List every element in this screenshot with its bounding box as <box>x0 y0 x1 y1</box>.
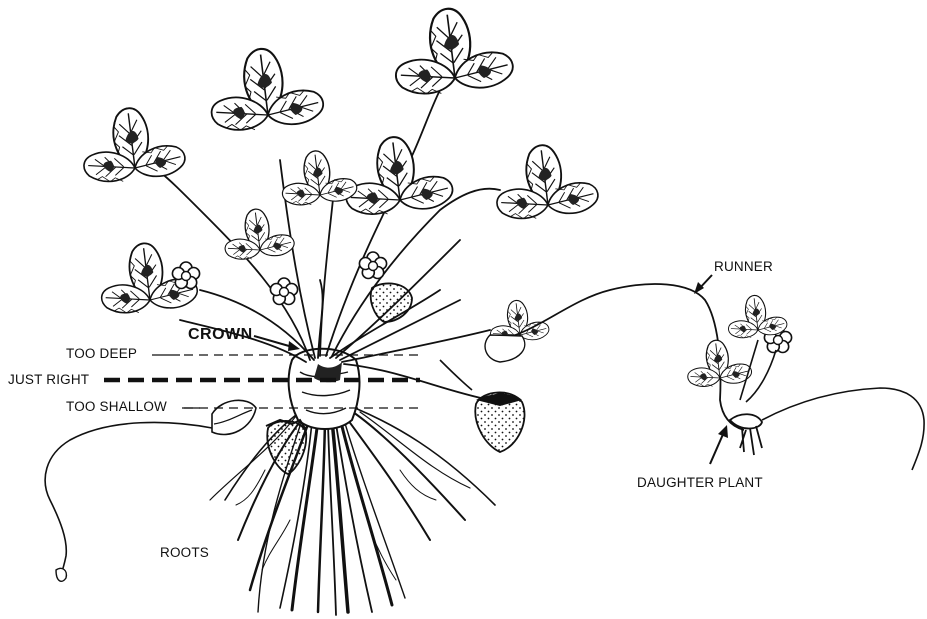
roots-label: ROOTS <box>160 546 209 560</box>
just-right-label: JUST RIGHT <box>8 373 89 387</box>
too-shallow-label: TOO SHALLOW <box>66 400 167 414</box>
leaves-main <box>83 6 601 343</box>
too-deep-label: TOO DEEP <box>66 347 137 361</box>
daughter-plant-label: DAUGHTER PLANT <box>637 476 763 490</box>
daughter-plant-drawing <box>687 294 788 455</box>
flowers <box>172 252 791 353</box>
daughter-pointer <box>710 432 724 464</box>
crown-label: CROWN <box>188 327 253 343</box>
roots-drawing <box>210 408 495 615</box>
runner-label: RUNNER <box>714 260 773 274</box>
